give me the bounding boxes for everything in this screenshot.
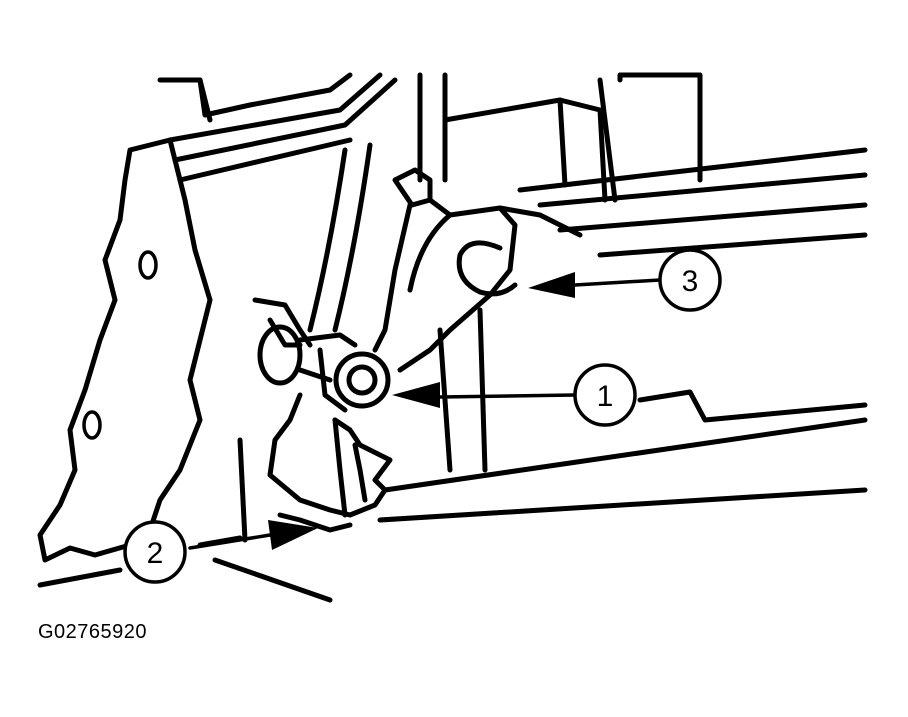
bolt-head <box>333 351 391 409</box>
arrow-1-head <box>392 382 440 408</box>
bracket-assembly <box>252 297 393 533</box>
arrow-3-head <box>528 272 575 298</box>
upper-structure <box>157 72 868 258</box>
callout-2: 2 <box>123 520 187 584</box>
callout-3: 3 <box>658 248 722 312</box>
callout-2-label: 2 <box>147 537 164 570</box>
c-clip-cutout <box>456 240 518 297</box>
frame-hole-upper <box>138 250 158 280</box>
callout-1-label: 1 <box>597 380 614 413</box>
guide-rail <box>307 142 488 473</box>
figure-id: G02765920 <box>38 621 148 643</box>
hinge-arm <box>372 167 583 373</box>
frame-hole-lower <box>82 410 102 440</box>
lower-rail <box>37 389 868 603</box>
callout-3-label: 3 <box>682 265 699 298</box>
callout-1: 1 <box>573 363 637 427</box>
arrow-2-head <box>268 520 318 550</box>
frame-panel <box>37 137 213 563</box>
leader-arrows <box>188 272 662 550</box>
